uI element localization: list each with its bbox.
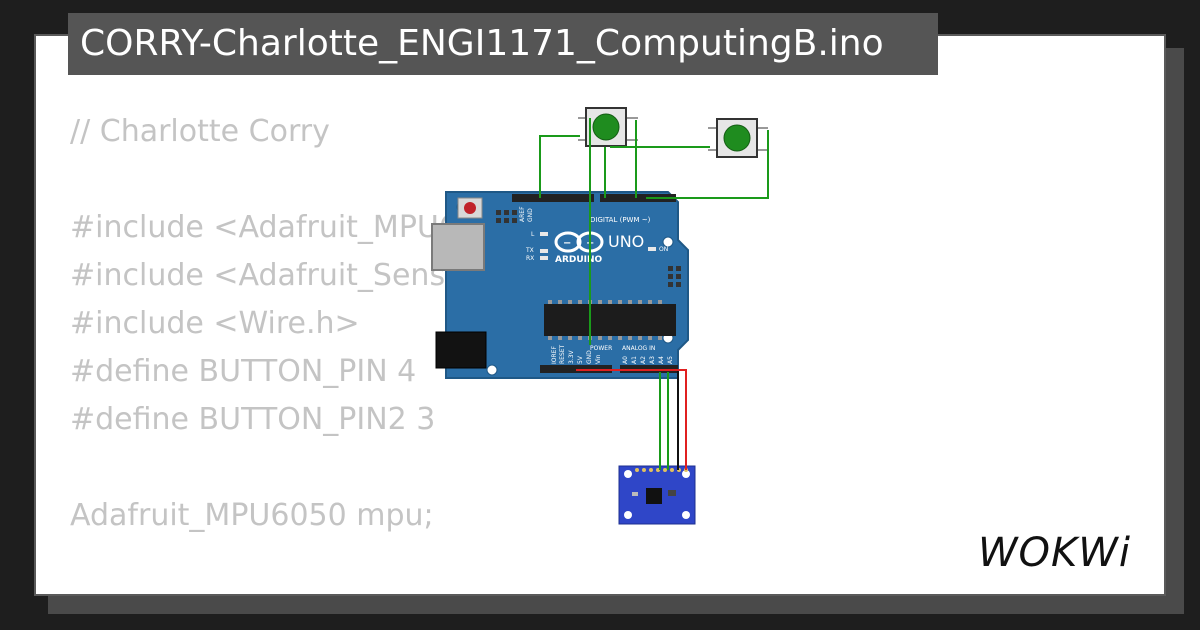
arduino-uno-board[interactable]: − + UNO ARDUINO DIGITAL (PWM ~) ANALOG I… (431, 191, 689, 379)
svg-text:−: − (563, 238, 571, 249)
led-tx-label: TX (525, 247, 534, 254)
pin-a0-label: A0 (622, 356, 629, 364)
pin-aref-label: AREF (519, 206, 526, 222)
wokwi-logo-text: WOKWi (978, 530, 1131, 574)
code-line-9: Adafruit_MPU6050 mpu; (70, 498, 434, 533)
code-line-4: #include <Adafruit_Senso (70, 258, 464, 293)
mpu6050-sensor[interactable] (618, 465, 696, 525)
pin-ioref-label: IOREF (551, 346, 558, 364)
digital-pwm-label: DIGITAL (PWM ~) (590, 216, 651, 224)
pin-vin-label: Vin (595, 354, 602, 364)
pin-reset-label: RESET (559, 344, 566, 364)
led-on (648, 247, 656, 251)
code-preview: // Charlotte Corry #include <Adafruit_MPU… (70, 108, 464, 594)
wire-btn1-gnd (539, 135, 580, 198)
power-label: POWER (590, 345, 612, 352)
digital-header-left (512, 194, 594, 202)
digital-header-right (600, 194, 676, 202)
code-line-6: #define BUTTON_PIN 4 (70, 354, 417, 389)
code-line-1: // Charlotte Corry (70, 114, 330, 149)
code-line-3: #include <Adafruit_MPU6 (70, 210, 458, 245)
analog-in-label: ANALOG IN (622, 345, 655, 352)
led-l (540, 232, 548, 236)
board-brand-label: ARDUINO (555, 255, 603, 265)
usb-port (431, 223, 485, 271)
wire-sensor-vcc (576, 369, 687, 470)
led-on-label: ON (659, 246, 668, 253)
pin-a1-label: A1 (631, 356, 638, 364)
pin-a5-label: A5 (667, 356, 674, 364)
pin-gnd2-label: GND (586, 350, 593, 364)
project-title[interactable]: CORRY-Charlotte_ENGI1171_ComputingB.ino (68, 13, 938, 75)
pin-a4-label: A4 (658, 356, 665, 364)
pin-a3-label: A3 (649, 356, 656, 364)
power-jack (435, 331, 487, 369)
wokwi-logo: WOKWi (978, 530, 1131, 574)
pin-a2-label: A2 (640, 356, 647, 364)
icsp-header (496, 210, 681, 287)
pin-3v3-label: 3.3V (568, 349, 575, 364)
code-line-5: #include <Wire.h> (70, 306, 360, 341)
pin-gnd-label: GND (527, 208, 534, 222)
wires (539, 118, 769, 470)
code-line-7: #define BUTTON_PIN2 3 (70, 402, 436, 437)
reset-button-cap[interactable] (464, 202, 476, 214)
pin-5v-label: 5V (577, 355, 584, 364)
pushbutton-2[interactable] (708, 118, 768, 158)
wire-btn2-pin3 (646, 130, 769, 199)
board-model-label: UNO (608, 232, 644, 251)
led-rx (540, 256, 548, 260)
led-rx-label: RX (526, 255, 534, 262)
led-tx (540, 249, 548, 253)
led-l-label: L (531, 231, 535, 238)
pushbutton-1[interactable] (578, 107, 638, 147)
atmega-chip (544, 304, 676, 336)
